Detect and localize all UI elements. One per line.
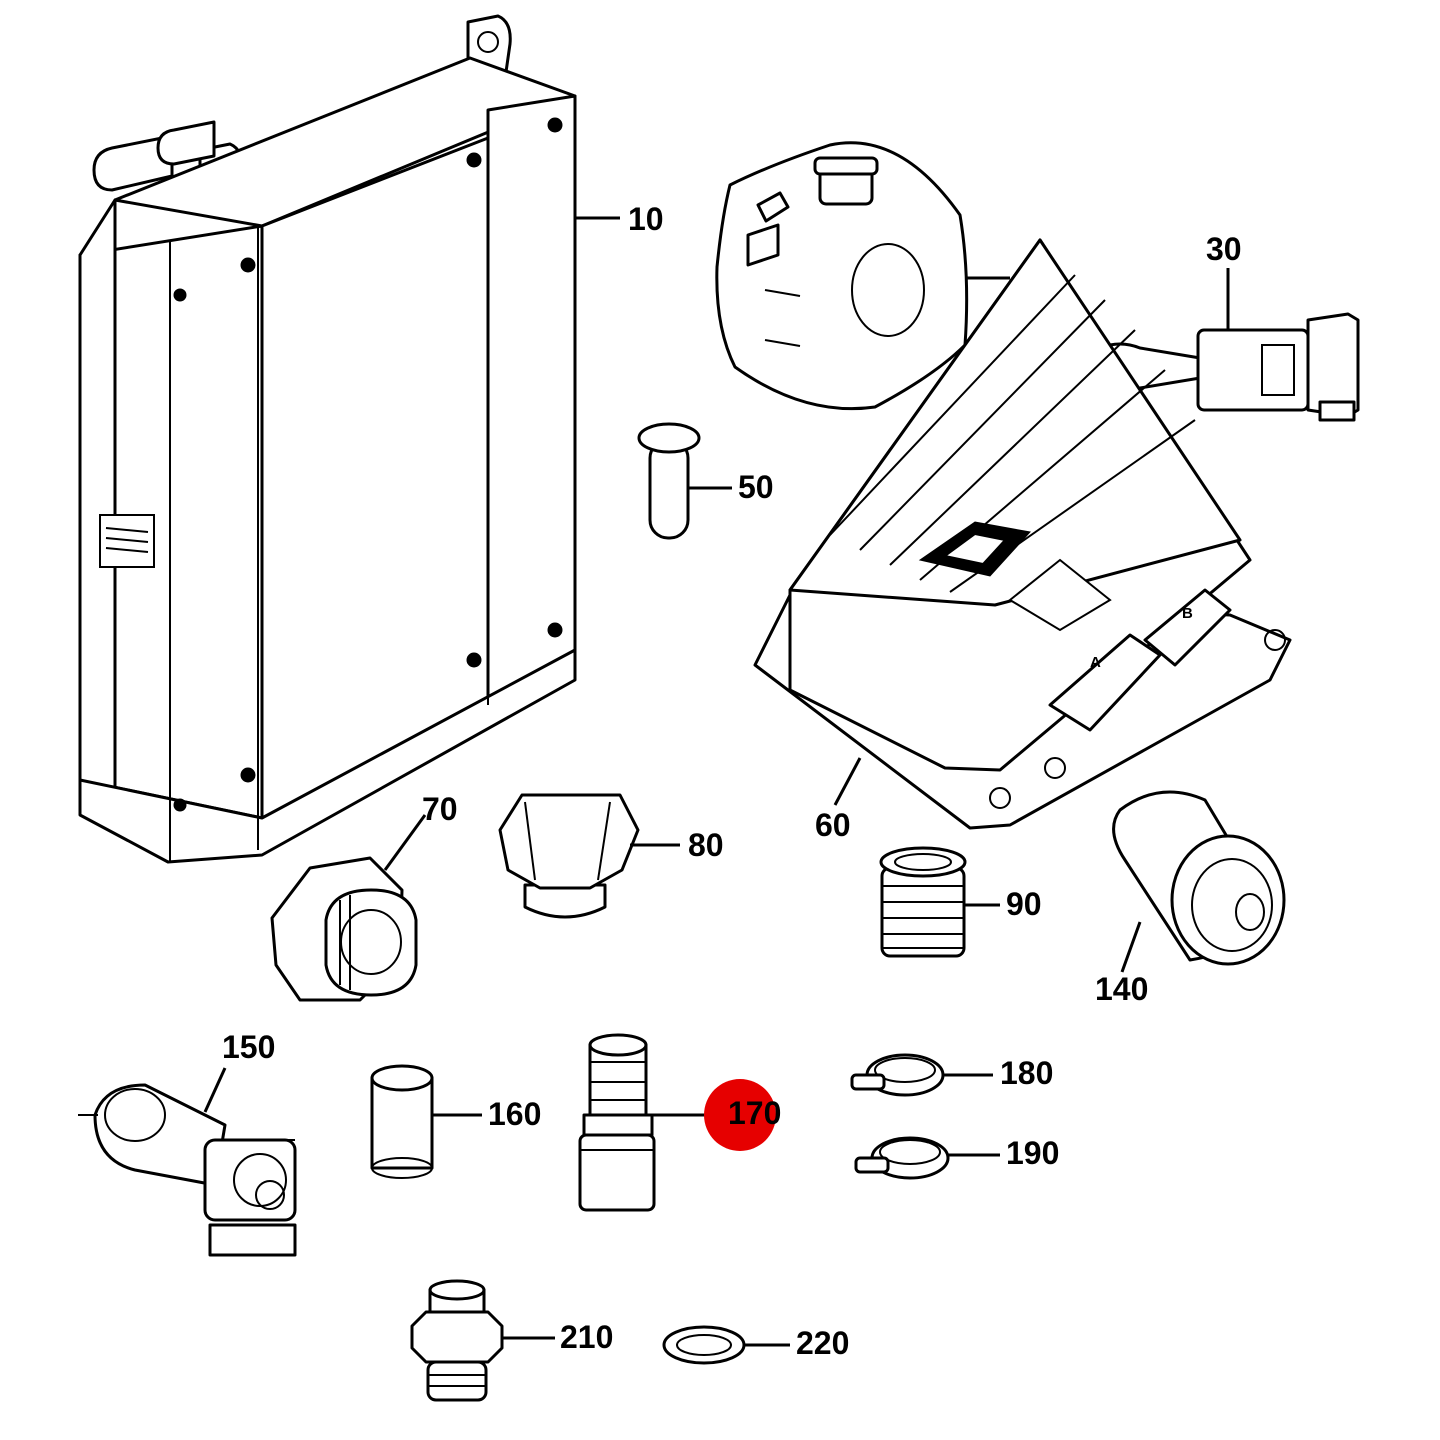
- callout-30: 30: [1206, 231, 1242, 267]
- expansion-tank-part-20[interactable]: [715, 141, 969, 411]
- radiator-part-10[interactable]: [78, 14, 577, 864]
- fuel-filter-part-150[interactable]: [78, 1083, 297, 1257]
- adapter-fitting-part-210[interactable]: [410, 1279, 504, 1402]
- callout-220: 220: [796, 1325, 849, 1361]
- connector-label-b: B: [1182, 605, 1193, 622]
- hose-clamp-part-190[interactable]: [854, 1136, 950, 1180]
- callout-210: 210: [560, 1319, 613, 1355]
- hex-fitting-part-70[interactable]: [270, 856, 418, 1002]
- callout-70: 70: [422, 791, 458, 827]
- oil-filter-part-140[interactable]: [1112, 790, 1286, 966]
- bellows-part-90[interactable]: [879, 846, 967, 958]
- callout-50: 50: [738, 469, 774, 505]
- plug-part-80[interactable]: [498, 793, 640, 919]
- callout-80: 80: [688, 827, 724, 863]
- sleeve-part-160[interactable]: [370, 1064, 434, 1179]
- pin-part-50[interactable]: [637, 422, 701, 540]
- callout-180: 180: [1000, 1055, 1053, 1091]
- connector-label-a: A: [1090, 654, 1101, 671]
- callout-190: 190: [1006, 1135, 1059, 1171]
- callout-140: 140: [1095, 971, 1148, 1007]
- callout-170: 170: [728, 1095, 781, 1131]
- callout-60: 60: [815, 807, 851, 843]
- hose-connector-part-170[interactable]: [578, 1033, 656, 1212]
- ecu-controller-part-60[interactable]: [753, 238, 1292, 830]
- callout-160: 160: [488, 1096, 541, 1132]
- callout-90: 90: [1006, 886, 1042, 922]
- callout-150: 150: [222, 1029, 275, 1065]
- hose-clamp-part-180[interactable]: [850, 1053, 945, 1097]
- sealing-washer-part-220[interactable]: [662, 1325, 746, 1365]
- highlight-marker-170: [704, 1079, 776, 1151]
- callout-10: 10: [628, 201, 664, 237]
